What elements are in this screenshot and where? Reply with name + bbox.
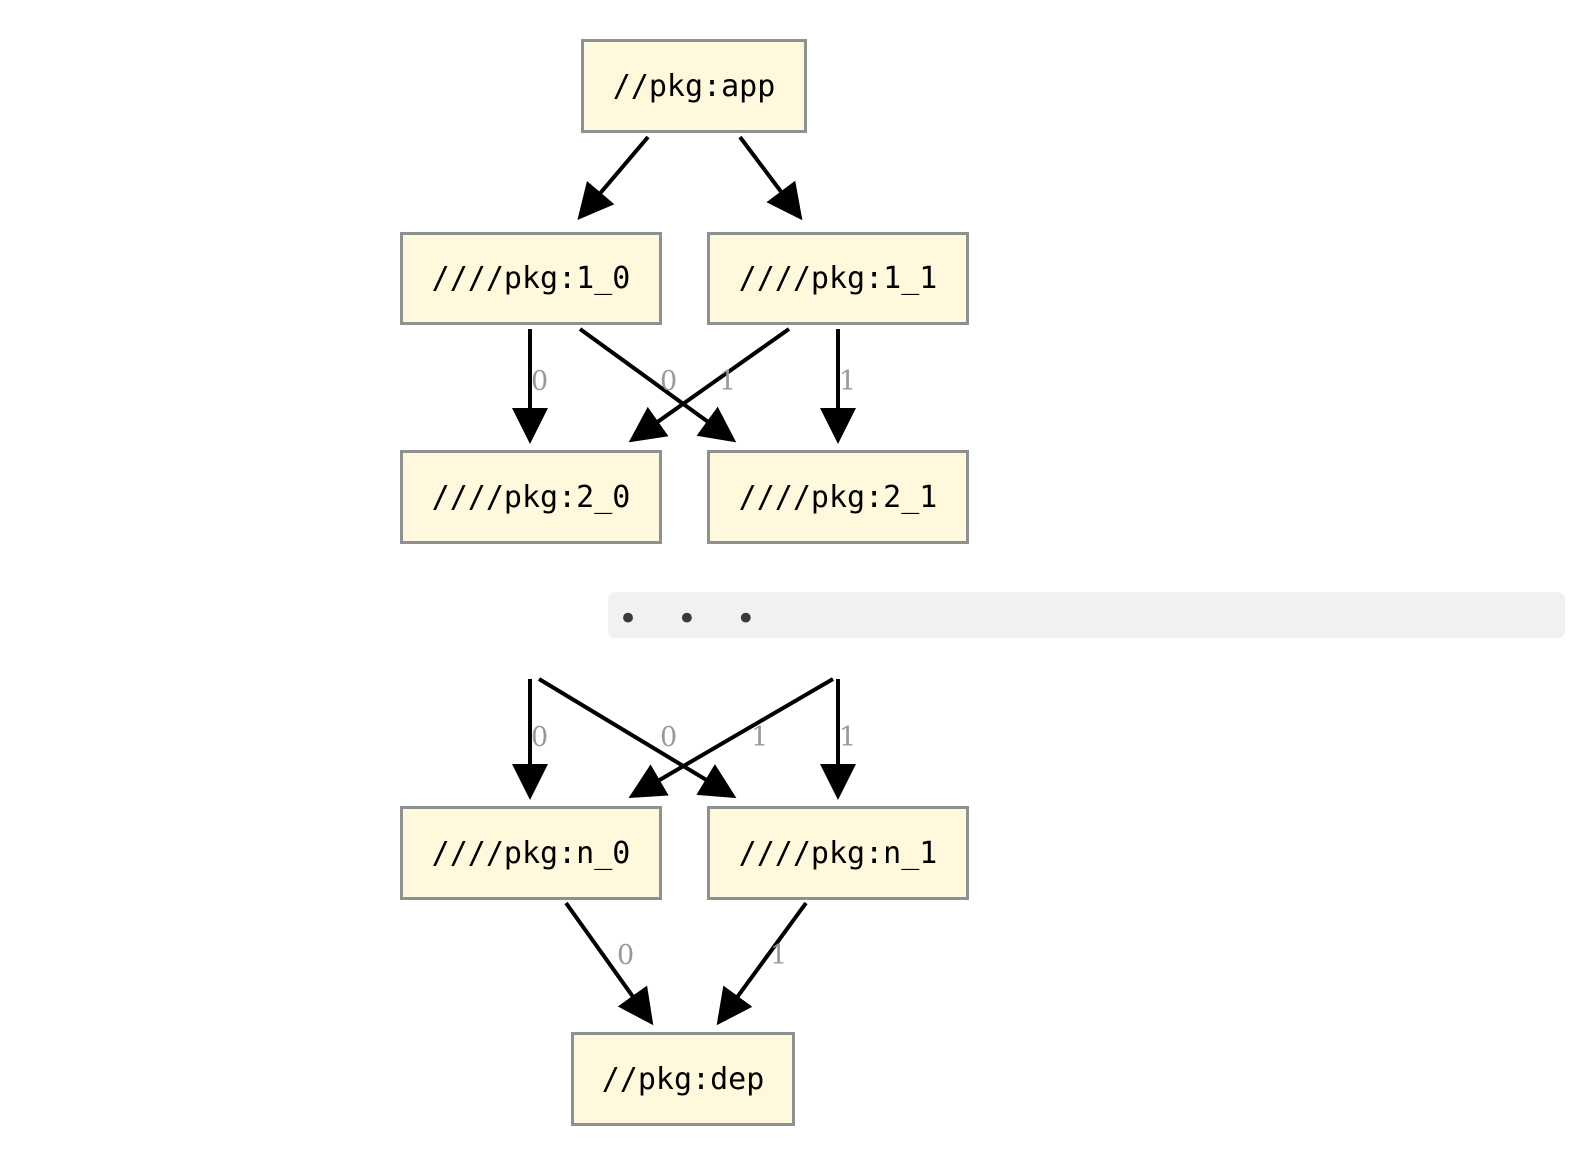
edge-label-hidden_b-to-n_1: 1 <box>839 722 857 753</box>
edge-label-hidden_a-to-n_1: 0 <box>660 722 678 753</box>
truncation-ellipsis-band: • • • <box>608 592 1565 638</box>
node-pkg-1_0[interactable]: ////pkg:1_0 <box>400 232 662 325</box>
edge-hidden_a-to-n_1 <box>537 677 737 799</box>
ellipsis-dots: • • • <box>618 599 770 639</box>
edge-label-n_0-to-dep: 0 <box>617 940 635 971</box>
edge-label-hidden_a-to-n_0: 0 <box>531 722 549 753</box>
edge-label-1_1-to-2_0: 1 <box>719 366 737 397</box>
node-pkg-1_1[interactable]: ////pkg:1_1 <box>707 232 969 325</box>
node-pkg-2_0[interactable]: ////pkg:2_0 <box>400 450 662 544</box>
edge-app-to-1_0 <box>577 135 650 221</box>
node-label: ////pkg:n_0 <box>431 835 631 871</box>
node-label: //pkg:app <box>612 68 776 104</box>
node-pkg-app[interactable]: //pkg:app <box>581 39 807 133</box>
edge-label-1_0-to-2_0: 0 <box>531 366 549 397</box>
edge-n_0-to-dep <box>564 901 654 1026</box>
node-pkg-n_1[interactable]: ////pkg:n_1 <box>707 806 969 900</box>
edge-n_1-to-dep <box>716 901 808 1026</box>
edge-label-1_0-to-2_1: 0 <box>660 366 678 397</box>
edge-label-n_1-to-dep: 1 <box>770 940 788 971</box>
node-label: ////pkg:1_1 <box>738 261 938 296</box>
node-label: ////pkg:2_0 <box>431 479 631 515</box>
node-pkg-n_0[interactable]: ////pkg:n_0 <box>400 806 662 900</box>
node-label: ////pkg:2_1 <box>738 479 938 515</box>
edge-label-1_1-to-2_1: 1 <box>839 366 857 397</box>
node-label: //pkg:dep <box>601 1061 765 1097</box>
node-label: ////pkg:1_0 <box>431 261 631 296</box>
node-pkg-2_1[interactable]: ////pkg:2_1 <box>707 450 969 544</box>
node-pkg-dep[interactable]: //pkg:dep <box>571 1032 795 1126</box>
node-label: ////pkg:n_1 <box>738 835 938 871</box>
edge-1_1-to-2_0 <box>628 327 791 443</box>
edge-1_0-to-2_1 <box>578 327 737 443</box>
edge-hidden_b-to-n_0 <box>628 677 835 799</box>
edge-app-to-1_1 <box>738 135 803 221</box>
edge-label-hidden_b-to-n_0: 1 <box>751 722 769 753</box>
